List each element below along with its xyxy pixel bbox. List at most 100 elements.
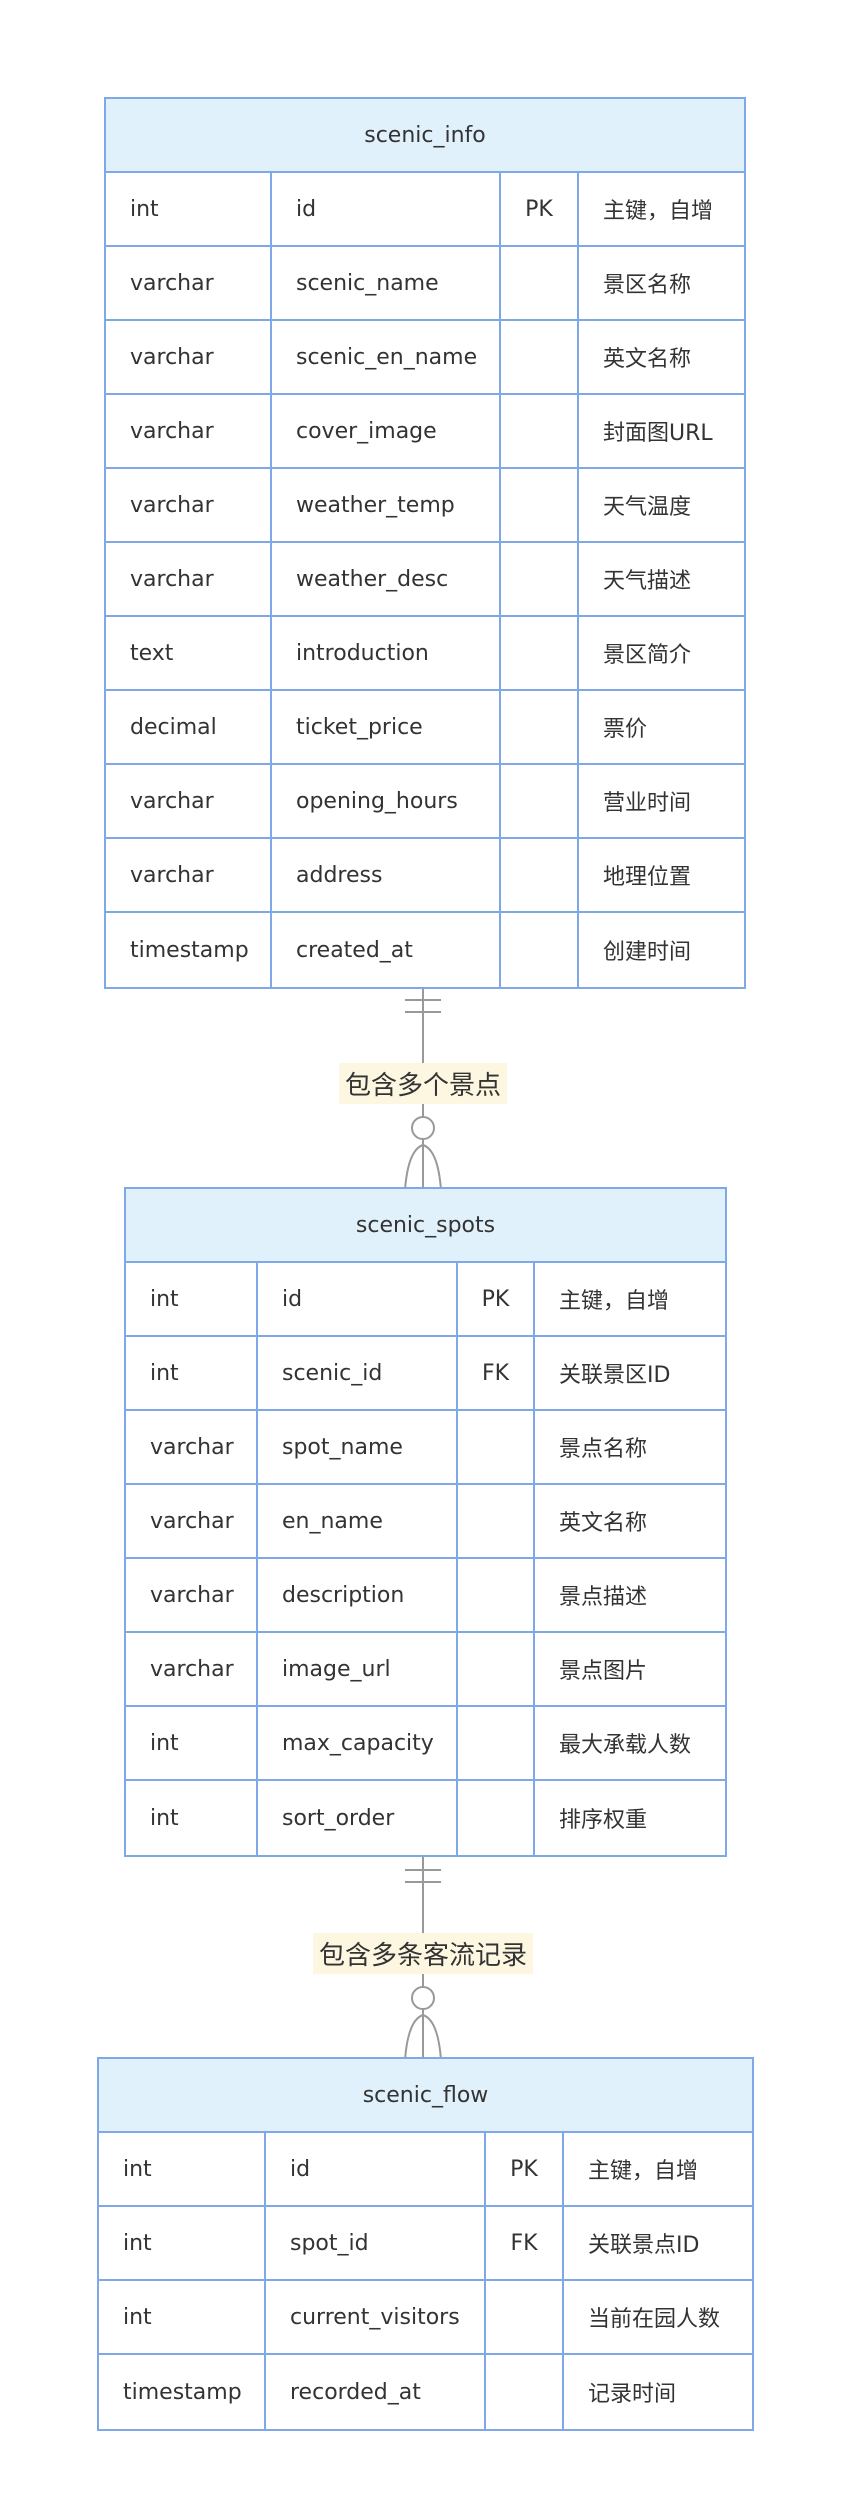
attribute-name: cover_image [270,395,499,467]
attribute-key [456,1559,533,1631]
attribute-comment: 景区名称 [577,247,744,319]
attribute-comment: 排序权重 [533,1781,725,1855]
attribute-type: varchar [150,1656,234,1682]
attribute-row: int max_capacity 最大承载人数 [126,1707,725,1781]
entity-title: scenic_flow [99,2059,752,2133]
attribute-comment: 营业时间 [577,765,744,837]
attribute-type: decimal [130,714,217,740]
attribute-name: introduction [270,617,499,689]
attribute-name: id [264,2133,484,2205]
attribute-comment: 景点图片 [533,1633,725,1705]
attribute-key: PK [456,1263,533,1335]
attribute-comment: 景点描述 [533,1559,725,1631]
zero-mark [411,1986,435,2010]
attribute-name: created_at [270,913,499,987]
attribute-key [499,913,577,987]
attribute-type: int [150,1805,179,1831]
attribute-comment: 封面图URL [577,395,744,467]
attribute-comment: 主键，自增 [533,1263,725,1335]
attribute-row: varchar cover_image 封面图URL [106,395,744,469]
attribute-type: varchar [150,1434,234,1460]
attribute-key [499,395,577,467]
attribute-key [499,617,577,689]
entity-title: scenic_spots [126,1189,725,1263]
attribute-name: id [256,1263,456,1335]
attribute-name: ticket_price [270,691,499,763]
attribute-comment: 关联景区ID [533,1337,725,1409]
attribute-type: int [123,2156,152,2182]
attribute-name: image_url [256,1633,456,1705]
attribute-comment: 天气温度 [577,469,744,541]
attribute-name: spot_id [264,2207,484,2279]
attribute-comment: 创建时间 [577,913,744,987]
attribute-key [456,1707,533,1779]
crowfoot-mark [404,1143,442,1191]
attribute-comment: 景区简介 [577,617,744,689]
attribute-name: address [270,839,499,911]
attribute-comment: 天气描述 [577,543,744,615]
attribute-key [456,1633,533,1705]
attribute-type: int [123,2304,152,2330]
attribute-type: int [150,1286,179,1312]
attribute-type: varchar [130,418,214,444]
attribute-comment: 英文名称 [533,1485,725,1557]
attribute-comment: 最大承载人数 [533,1707,725,1779]
attribute-key [499,247,577,319]
attribute-key: PK [484,2133,562,2205]
attribute-type: int [150,1360,179,1386]
attribute-key: PK [499,173,577,245]
attribute-key [499,839,577,911]
attribute-name: scenic_en_name [270,321,499,393]
crowfoot-mark [404,2013,442,2061]
zero-mark [411,1116,435,1140]
attribute-type: varchar [130,788,214,814]
attribute-comment: 英文名称 [577,321,744,393]
attribute-row: varchar image_url 景点图片 [126,1633,725,1707]
attribute-type: int [150,1730,179,1756]
attribute-key [456,1411,533,1483]
attribute-comment: 关联景点ID [562,2207,752,2279]
attribute-name: scenic_id [256,1337,456,1409]
attribute-row: timestamp created_at 创建时间 [106,913,744,987]
attribute-type: int [123,2230,152,2256]
attribute-key [499,691,577,763]
attribute-row: varchar opening_hours 营业时间 [106,765,744,839]
attribute-type: timestamp [130,937,249,963]
attribute-name: max_capacity [256,1707,456,1779]
relationship-label: 包含多条客流记录 [312,1933,534,1974]
attribute-name: weather_temp [270,469,499,541]
attribute-name: recorded_at [264,2355,484,2429]
entity-title: scenic_info [106,99,744,173]
attribute-name: opening_hours [270,765,499,837]
attribute-comment: 记录时间 [562,2355,752,2429]
attribute-type: varchar [130,270,214,296]
attribute-type: varchar [150,1582,234,1608]
attribute-key [499,321,577,393]
attribute-key: FK [484,2207,562,2279]
attribute-name: weather_desc [270,543,499,615]
attribute-type: int [130,196,159,222]
attribute-key [456,1781,533,1855]
attribute-comment: 地理位置 [577,839,744,911]
attribute-key [484,2281,562,2353]
attribute-key [499,765,577,837]
attribute-name: en_name [256,1485,456,1557]
attribute-comment: 主键，自增 [562,2133,752,2205]
relationship-label: 包含多个景点 [338,1063,508,1104]
